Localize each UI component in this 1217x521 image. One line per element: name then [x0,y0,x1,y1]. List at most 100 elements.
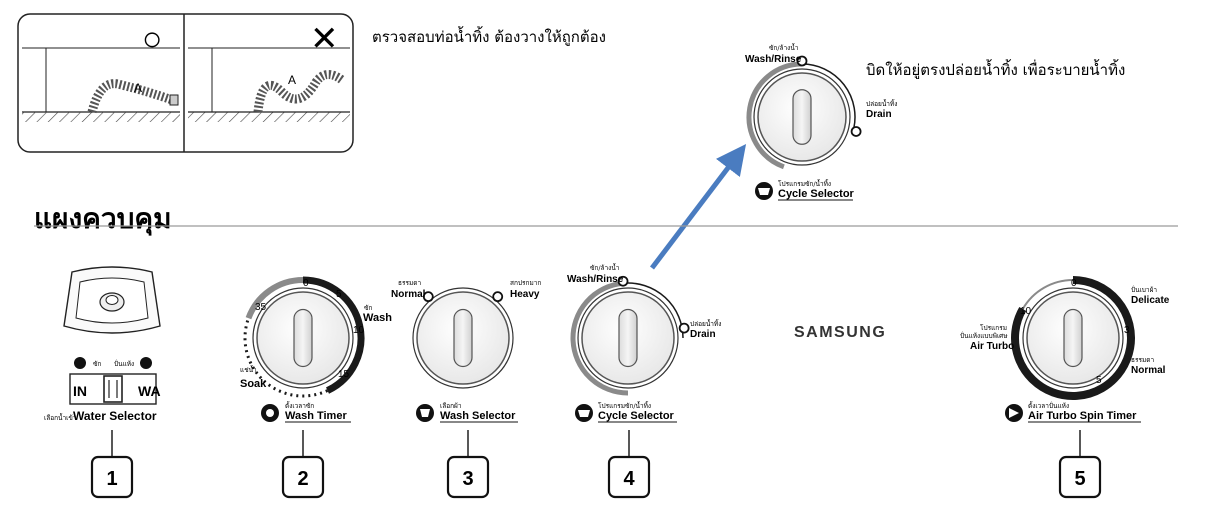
cycle-selector-ring-gray [570,280,629,396]
callout-cycle-selector: ซัก/ล้างน้ำ Wash/Rinse ปล่อยน้ำทิ้ง Drai… [745,43,897,201]
wash-selector-name-thai: เลือกผ้า [440,402,462,410]
correct-mark-icon: ○ [142,20,163,58]
number-badge-label: 4 [623,468,635,490]
cycle-selector-icon [575,404,593,422]
hose-shape [87,79,174,114]
wash-selector-dial-grip [453,308,473,368]
wash-selector-normal-label: Normal [391,289,426,300]
wash-timer-wash-thai: ซัก [364,304,372,312]
water-selector-in-label: IN [73,383,87,399]
wash-timer-tick-35: 35 [255,302,267,313]
spin-timer-tick-0: 0 [1071,278,1077,289]
wash-timer-icon [261,404,279,422]
number-callouts: 1 2 3 4 5 [90,430,1102,499]
wash-timer-wash-label: Wash [363,312,392,324]
number-badge-2 [281,455,325,499]
section-title: แผงควบคุม [34,202,172,236]
wash-timer-name-thai: ตั้งเวลาซัก [285,401,314,410]
callout-cycle-icon [755,182,773,200]
cycle-selector-drain-thai: ปล่อยน้ำทิ้ง [690,319,721,328]
callout-wash-rinse-label: Wash/Rinse [745,54,802,65]
wash-timer-soak-label: Soak [240,378,267,390]
spin-timer-name: Air Turbo Spin Timer [1028,410,1137,422]
number-badge-label: 2 [297,468,308,490]
spin-timer-tick-5: 5 [1096,375,1102,386]
water-selector-control: ซัก ปั่นแห้ง IN WA เลือกน้ำเข้า Water Se… [44,266,161,423]
spin-timer-ring-gray [1021,279,1074,310]
spin-timer-air-turbo-thai-1: โปรแกรม [980,324,1007,332]
number-badge-label: 5 [1074,468,1085,490]
wash-timer-control: 0 5 10 15 35 ซัก Wash แช่น้ำ Soak ตั้งเว… [240,276,392,423]
number-badge-3 [446,455,490,499]
number-badge-label: 1 [106,468,117,490]
callout-wash-marker [796,55,808,67]
wash-timer-tick-0: 0 [303,278,309,289]
wash-selector-name: Wash Selector [440,410,516,422]
callout-ring-gray [746,61,803,170]
wash-selector-control: ธรรมดา Normal สกปรกมาก Heavy เลือกผ้า Wa… [391,279,541,423]
cycle-selector-dial-grip [618,308,638,368]
wash-timer-tick-15: 15 [338,369,350,380]
wash-timer-soak-thai: แช่น้ำ [240,365,257,374]
spin-timer-air-turbo-label: Air Turbo [970,341,1014,352]
pointer-arrow [650,144,747,270]
hose-check-note: ตรวจสอบท่อน้ำทิ้ง ต้องวางให้ถูกต้อง [372,26,606,46]
spin-timer-delicate-label: Delicate [1131,295,1170,306]
wash-selector-icon [416,404,434,422]
number-badge-1 [90,455,134,499]
number-badge-5 [1058,455,1102,499]
water-selector-name-thai: เลือกน้ำเข้า [44,413,77,422]
hose-placement-figure: A ○ A ✕ [17,13,354,153]
number-badge-label: 3 [462,468,473,490]
water-selector-switch[interactable] [103,375,123,403]
callout-drain-label: Drain [866,109,892,120]
air-turbo-spin-timer-control: 0 3 5 10 ปั่นเบาผ้า Delicate ธรรมดา Norm… [960,276,1170,423]
correct-hose-panel: A ○ [22,20,180,122]
cycle-selector-wash-rinse-thai: ซัก/ล้างน้ำ [590,263,620,272]
water-selector-spin-thai: ปั่นแห้ง [114,359,134,368]
hose-shape [253,70,345,113]
water-selector-wash-thai: ซัก [93,360,101,368]
callout-name-thai: โปรแกรมซัก/น้ำทิ้ง [778,179,831,188]
wash-timer-ring-soak [243,317,329,398]
cycle-selector-name: Cycle Selector [598,410,675,422]
wash-timer-tick-5: 5 [336,289,342,300]
spin-timer-ring [1011,276,1135,400]
incorrect-hose-panel: A ✕ [188,20,350,122]
spin-timer-air-turbo-thai-2: ปั่นแห้งแบบพิเศษ [960,331,1008,340]
spin-timer-tick-3: 3 [1124,325,1130,336]
wash-selector-heavy-thai: สกปรกมาก [510,279,541,287]
brand-logo: SAMSUNG [794,324,886,341]
callout-wash-rinse-thai: ซัก/ล้างน้ำ [769,43,799,52]
spin-timer-dial-grip [1063,308,1083,368]
callout-name: Cycle Selector [778,188,855,200]
cycle-selector-wash-rinse-label: Wash/Rinse [567,274,624,285]
hose-label-a: A [288,73,296,87]
wash-selector-heavy-marker [492,291,504,303]
cycle-selector-drain-label: Drain [690,329,716,340]
drain-instruction-note: บิดให้อยู่ตรงปล่อยน้ำทิ้ง เพื่อระบายน้ำท… [866,59,1125,79]
wash-timer-tick-10: 10 [353,325,365,336]
cycle-selector-name-thai: โปรแกรมซัก/น้ำทิ้ง [598,401,651,410]
wash-selector-heavy-label: Heavy [510,289,540,300]
incorrect-mark-icon: ✕ [310,20,339,58]
callout-drain-marker [850,126,862,137]
hose-label-a: A [134,81,142,95]
wash-selector-normal-marker [422,291,434,303]
wash-timer-ring-wash [302,276,365,394]
spin-timer-normal-label: Normal [1131,365,1166,376]
water-selector-wa-label: WA [138,383,161,399]
wash-selector-normal-thai: ธรรมดา [398,279,421,287]
spin-timer-tick-10: 10 [1020,306,1032,317]
cycle-selector-drain-marker [678,322,690,334]
cycle-selector-control: ซัก/ล้างน้ำ Wash/Rinse ปล่อยน้ำทิ้ง Drai… [567,263,721,423]
spin-timer-delicate-thai: ปั่นเบาผ้า [1131,285,1157,294]
spin-timer-name-thai: ตั้งเวลาปั่นแห้ง [1028,401,1069,410]
wash-timer-name: Wash Timer [285,410,347,422]
spin-timer-icon [1005,404,1023,422]
callout-dial-grip [792,89,812,145]
callout-ring-arc [801,63,856,131]
callout-drain-thai: ปล่อยน้ำทิ้ง [866,99,897,108]
wash-timer-ring-gray [245,277,304,320]
